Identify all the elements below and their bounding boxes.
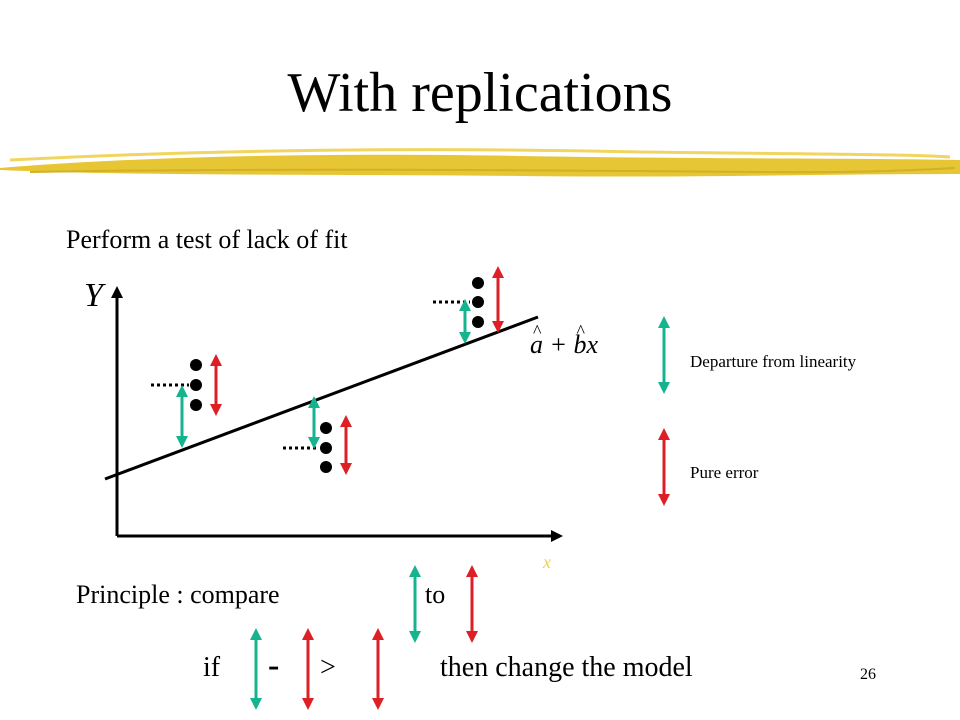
slide-title: With replications xyxy=(287,62,673,124)
rule-greater-than-sign: > xyxy=(320,652,336,683)
legend-departure-label: Departure from linearity xyxy=(690,352,857,371)
rule-if-word: if xyxy=(203,652,221,683)
principle-to-word: to xyxy=(425,580,446,609)
page-number: 26 xyxy=(860,666,876,683)
slide-subtitle: Perform a test of lack of fit xyxy=(66,225,348,254)
data-point xyxy=(190,399,202,411)
principle-text: Principle : compare xyxy=(76,580,280,609)
data-point xyxy=(190,379,202,391)
rule-conclusion: then change the model xyxy=(440,652,693,683)
replicate-group-3 xyxy=(433,266,504,344)
data-point xyxy=(472,316,484,328)
rule-minus-sign: - xyxy=(268,647,280,684)
replicate-group-2 xyxy=(283,396,352,475)
y-axis-label: Y xyxy=(84,277,103,314)
replicate-group-1 xyxy=(151,354,222,448)
x-axis-label: x xyxy=(543,552,551,572)
data-point xyxy=(472,277,484,289)
title-underline xyxy=(0,148,960,177)
data-point xyxy=(320,461,332,473)
data-point xyxy=(472,296,484,308)
fitted-line-label: a + bx xyxy=(530,315,598,361)
data-point xyxy=(320,442,332,454)
fitted-line xyxy=(104,315,539,481)
data-point xyxy=(190,359,202,371)
data-point xyxy=(320,422,332,434)
legend-pure-error-label: Pure error xyxy=(690,463,759,482)
